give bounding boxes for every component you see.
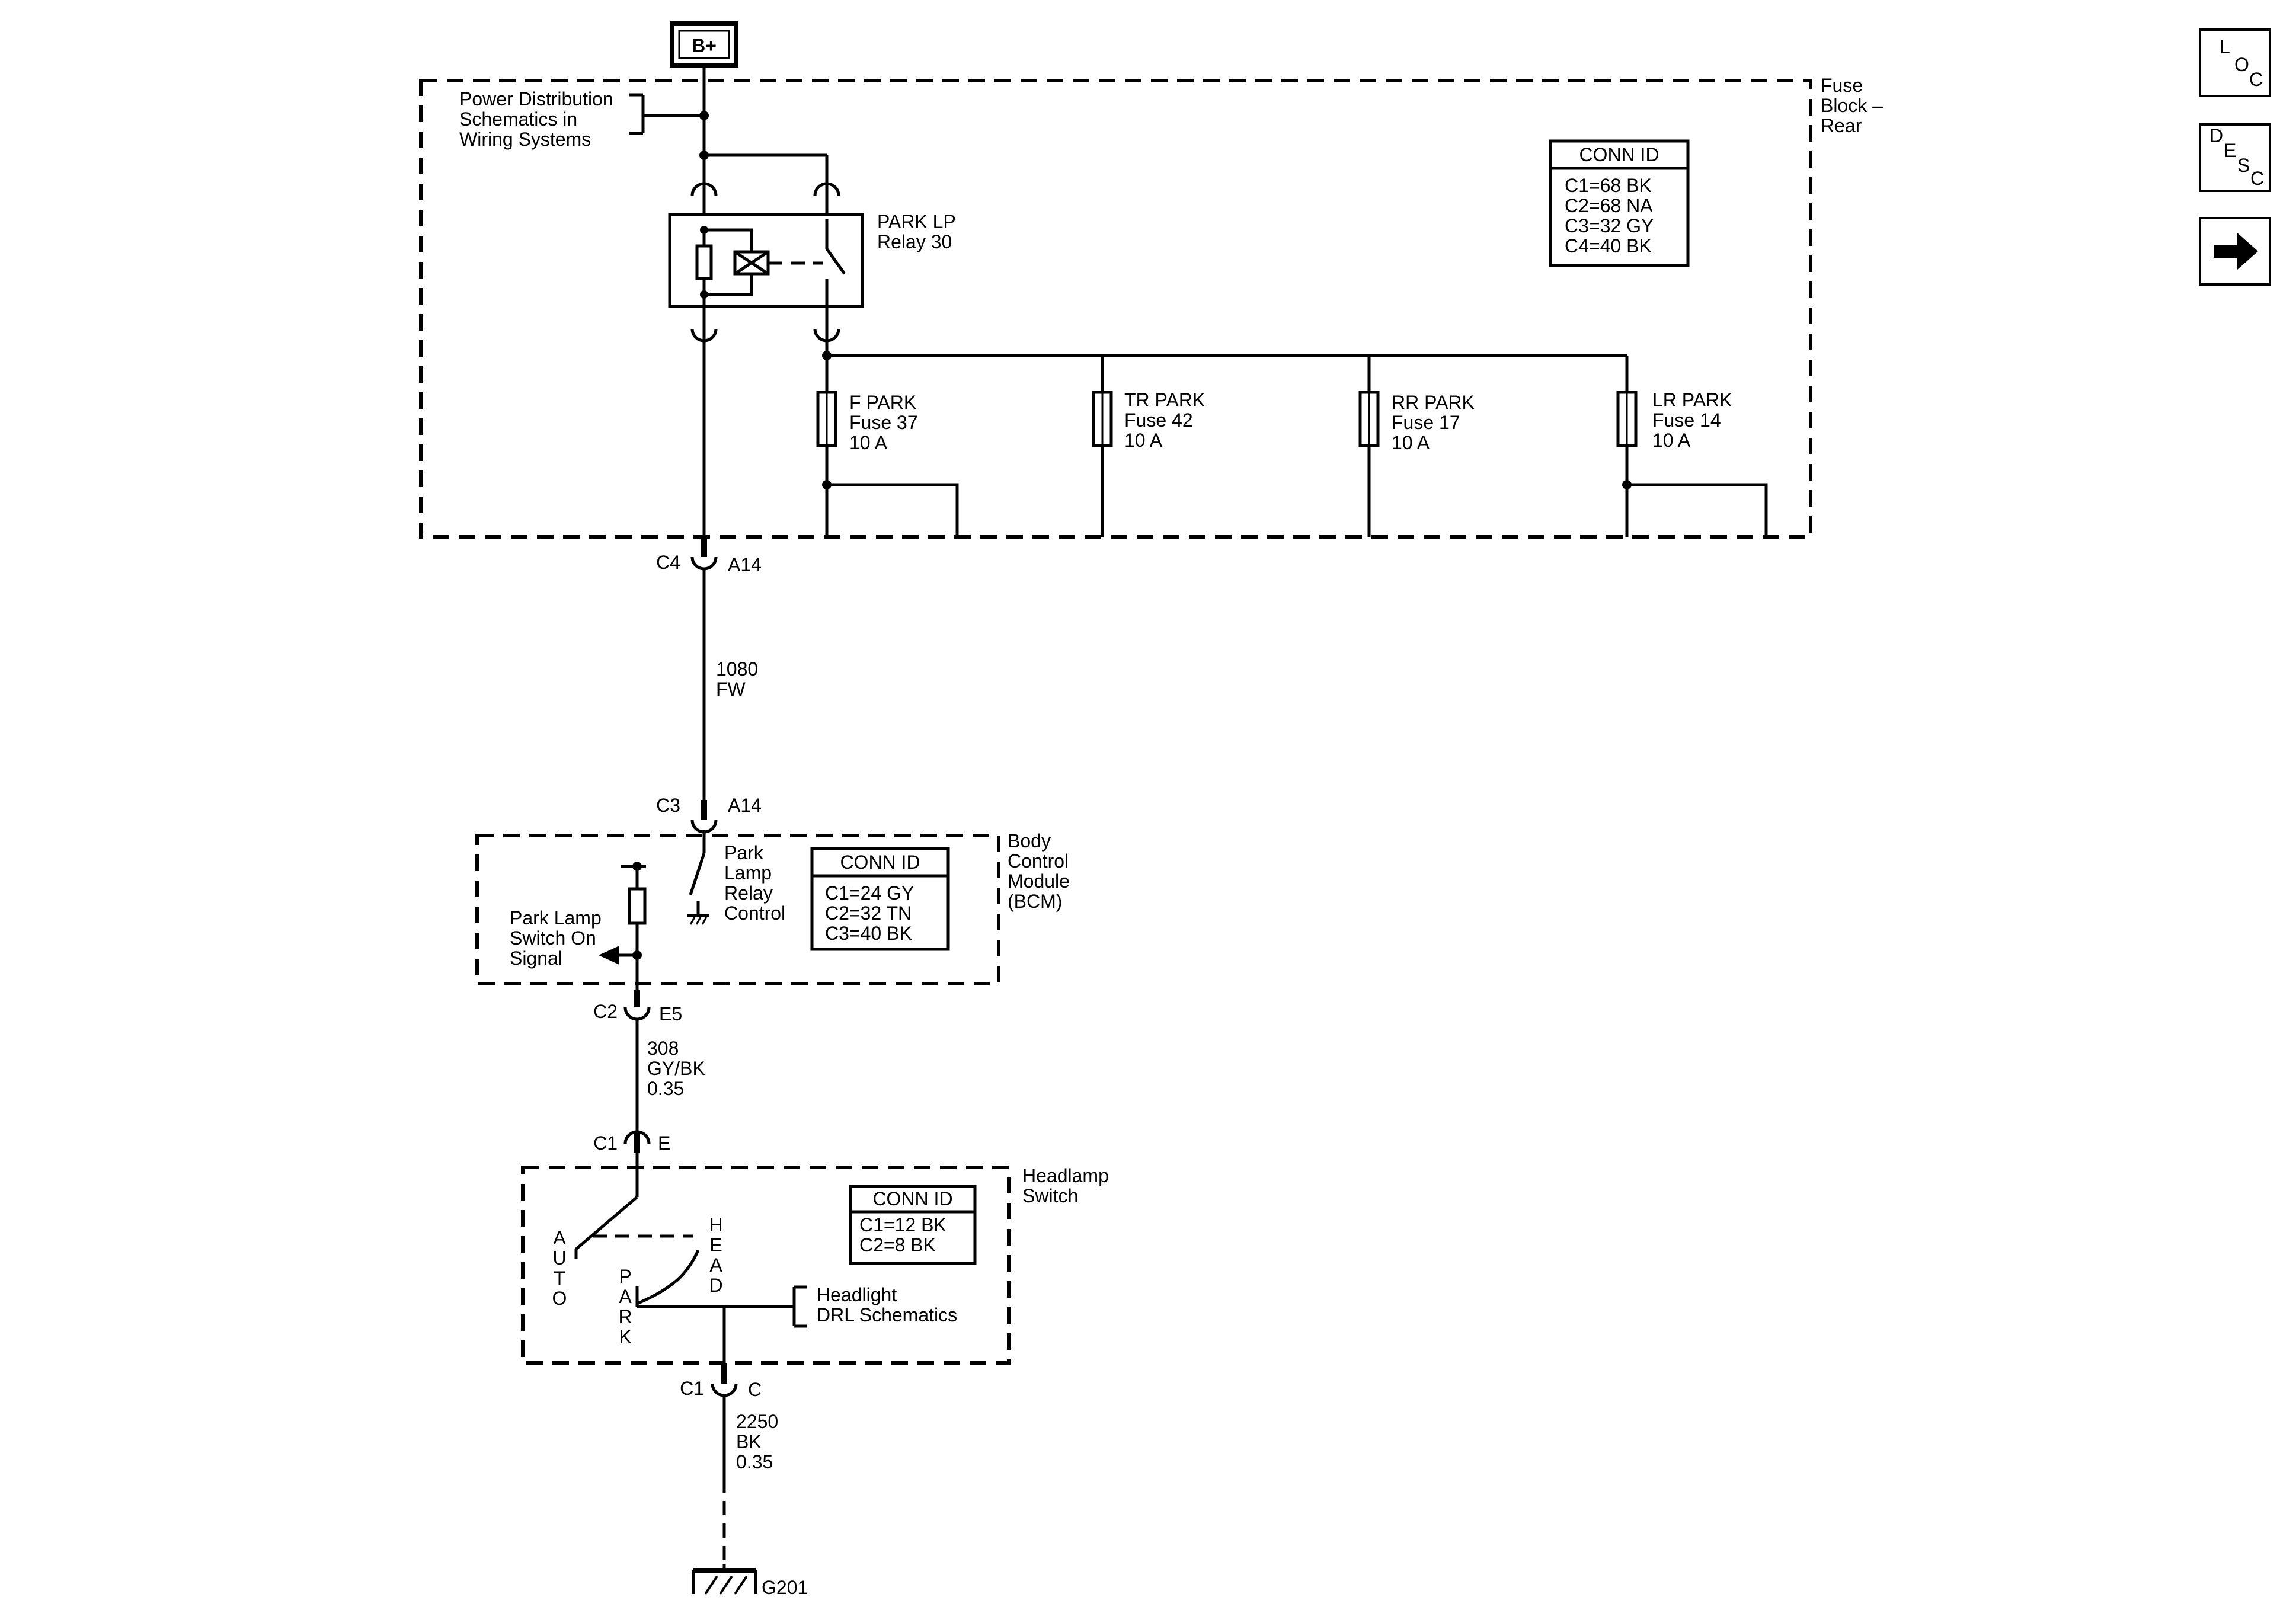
- svg-text:C: C: [2249, 69, 2263, 90]
- connector-c3-a14: C3 A14: [656, 795, 762, 834]
- right-arrow-icon: [2214, 233, 2258, 270]
- svg-text:CONN ID: CONN ID: [1579, 144, 1659, 165]
- relay-resistor: [695, 244, 713, 280]
- ground-g201-label: G201: [762, 1577, 808, 1598]
- svg-text:A14: A14: [728, 795, 762, 816]
- svg-text:CONN ID: CONN ID: [872, 1188, 952, 1209]
- svg-text:C: C: [748, 1379, 762, 1400]
- svg-text:D: D: [2209, 125, 2223, 146]
- connector-c1-c: C1 C: [680, 1363, 762, 1400]
- svg-text:C4: C4: [656, 552, 680, 573]
- loc-button[interactable]: L O C: [2199, 28, 2271, 97]
- b-plus-terminal: B+: [670, 21, 738, 68]
- svg-text:E5: E5: [659, 1003, 682, 1025]
- svg-text:O: O: [2234, 54, 2249, 75]
- bcm-boundary: [475, 834, 1000, 985]
- svg-text:C2: C2: [593, 1001, 618, 1022]
- fuse-bus: [822, 332, 1629, 392]
- svg-text:CONN ID: CONN ID: [840, 852, 920, 873]
- connector-c2-e5: C2 E5: [593, 990, 682, 1025]
- fuse-block-rear-boundary: [419, 79, 1812, 539]
- svg-text:L: L: [2220, 36, 2230, 57]
- connector-c1-e: C1 E: [593, 1130, 670, 1154]
- svg-text:C1: C1: [593, 1132, 618, 1154]
- b-plus-feed-wire: [699, 65, 829, 183]
- svg-text:S: S: [2237, 155, 2250, 176]
- connector-c4-a14: C4 A14: [656, 537, 762, 575]
- desc-button[interactable]: D E S C: [2199, 123, 2271, 192]
- svg-text:C1: C1: [680, 1378, 704, 1399]
- relay-lower-terminals: [690, 328, 840, 343]
- next-button[interactable]: [2199, 217, 2271, 286]
- headlamp-switch-boundary: [521, 1166, 1011, 1365]
- relay-contact: [825, 248, 846, 275]
- svg-text:C3: C3: [656, 795, 680, 816]
- ground-g201: G201: [692, 1564, 808, 1598]
- svg-text:A14: A14: [728, 554, 762, 575]
- svg-text:C: C: [2250, 168, 2264, 189]
- svg-text:E: E: [658, 1132, 670, 1154]
- signal-arrow-icon: [599, 946, 619, 965]
- svg-text:PARK: PARK: [618, 1266, 632, 1347]
- svg-text:E: E: [2224, 140, 2236, 161]
- b-plus-label: B+: [692, 35, 717, 56]
- headlamp-switch-mechanism: [574, 1153, 782, 1363]
